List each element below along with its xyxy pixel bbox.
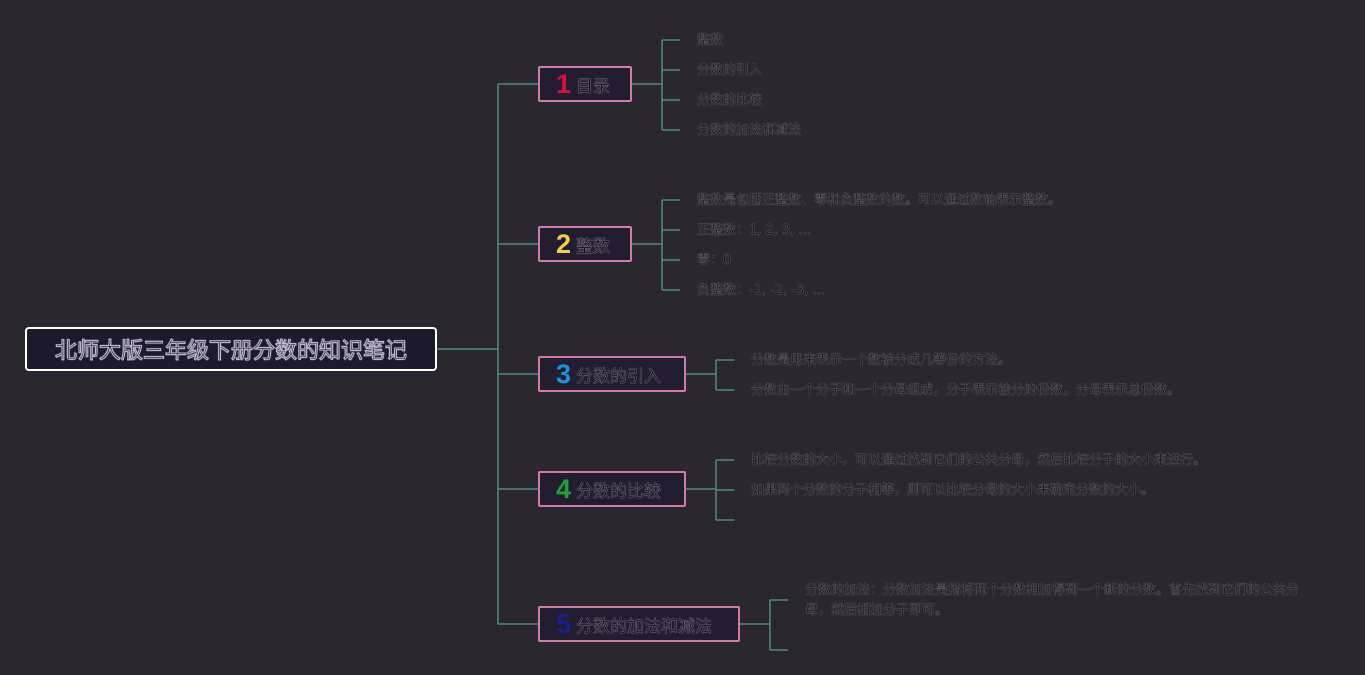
branch-label-integers: 整数 xyxy=(576,236,611,257)
leaf-contents-fraction-intro: 分数的引入 xyxy=(697,63,763,78)
leaf-contents-integers: 整数 xyxy=(697,33,724,48)
branch-node-fraction-compare[interactable]: 4 分数的比较 xyxy=(538,471,686,507)
branch-number-2: 2 xyxy=(556,228,572,259)
branch-node-fraction-add-subtract[interactable]: 5 分数的加法和减法 xyxy=(538,606,740,642)
branch-number-5: 5 xyxy=(556,608,572,639)
branch-label-fraction-compare: 分数的比较 xyxy=(576,481,662,502)
leaf-contents-fraction-add-subtract: 分数的加法和减法 xyxy=(697,123,802,138)
leaf-fraction-addition: 分数的加法：分数加法是指将两个分数相加得到一个新的分数。首先找到它们的公共分母，… xyxy=(805,583,1300,618)
root-title: 北师大版三年级下册分数的知识笔记 xyxy=(54,339,407,364)
branch-number-4: 4 xyxy=(556,473,572,504)
branch-label-contents: 目录 xyxy=(576,76,611,97)
root-node[interactable]: 北师大版三年级下册分数的知识笔记 xyxy=(25,327,437,371)
leaf-fraction-intro-parts: 分数由一个分子和一个分母组成，分子表示被分的份数，分母表示总份数。 xyxy=(751,383,1181,398)
leaf-fraction-compare-common-denominator: 比较分数的大小，可以通过找到它们的公共分母，然后比较分子的大小来进行。 xyxy=(751,453,1207,468)
branch-node-integers[interactable]: 2 整数 xyxy=(538,226,632,262)
branch-label-fraction-add-subtract: 分数的加法和减法 xyxy=(576,616,713,637)
branch-node-contents[interactable]: 1 目录 xyxy=(538,66,632,102)
leaf-integers-negative: 负整数：-1, -2, -3, ... xyxy=(697,283,826,298)
branch-node-fraction-intro[interactable]: 3 分数的引入 xyxy=(538,356,686,392)
branch-number-3: 3 xyxy=(556,358,572,389)
leaf-fraction-intro-definition: 分数是用来表示一个数被分成几等份的方法。 xyxy=(751,353,1012,368)
leaf-contents-fraction-compare: 分数的比较 xyxy=(697,93,763,108)
leaf-fraction-compare-equal-numerator: 如果两个分数的分子相等，则可以比较分母的大小来确定分数的大小。 xyxy=(751,483,1155,498)
branch-label-fraction-intro: 分数的引入 xyxy=(576,366,662,387)
leaf-integers-definition: 整数是包括正整数、零和负整数的数。可以通过数轴表示整数。 xyxy=(697,193,1062,208)
leaf-integers-positive: 正整数：1, 2, 3, ... xyxy=(697,223,812,238)
leaf-integers-zero: 零：0 xyxy=(697,253,732,268)
branch-number-1: 1 xyxy=(556,68,572,99)
